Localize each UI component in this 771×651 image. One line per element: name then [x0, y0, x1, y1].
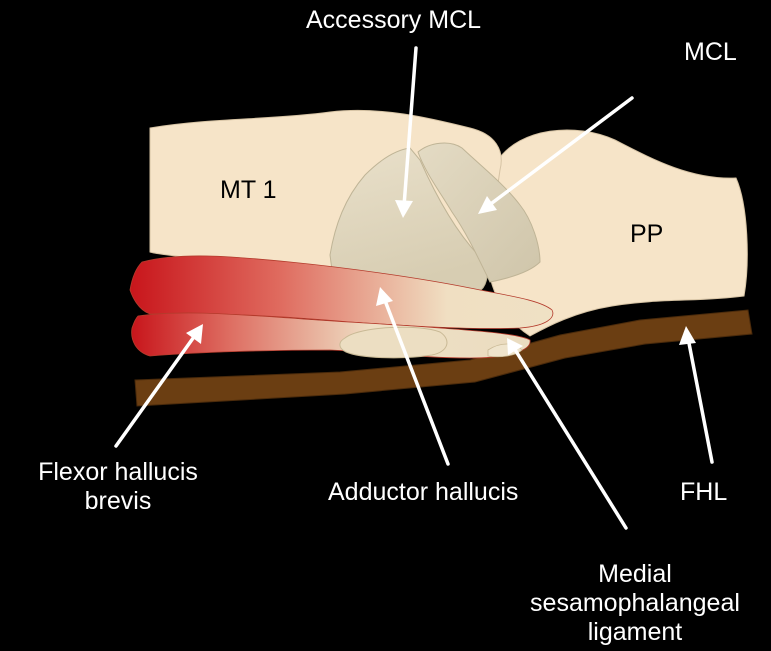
label-flexor-hallucis-brevis-line2: brevis	[6, 487, 230, 516]
label-flexor-hallucis-brevis-line1: Flexor hallucis	[6, 458, 230, 487]
label-mt1: MT 1	[220, 176, 277, 205]
arrow-fhl	[688, 338, 712, 462]
label-msl-line3: ligament	[508, 618, 762, 647]
arrow-medial-sesamophalangeal	[514, 348, 626, 528]
label-fhl: FHL	[680, 478, 727, 507]
label-pp: PP	[630, 220, 663, 249]
label-adductor-hallucis: Adductor hallucis	[328, 478, 518, 507]
label-msl-line1: Medial	[508, 560, 762, 589]
label-accessory-mcl: Accessory MCL	[306, 6, 481, 35]
label-medial-sesamophalangeal-ligament: Medial sesamophalangeal ligament	[508, 560, 762, 647]
label-mcl: MCL	[684, 38, 737, 67]
label-msl-line2: sesamophalangeal	[508, 589, 762, 618]
label-flexor-hallucis-brevis: Flexor hallucis brevis	[6, 458, 230, 516]
